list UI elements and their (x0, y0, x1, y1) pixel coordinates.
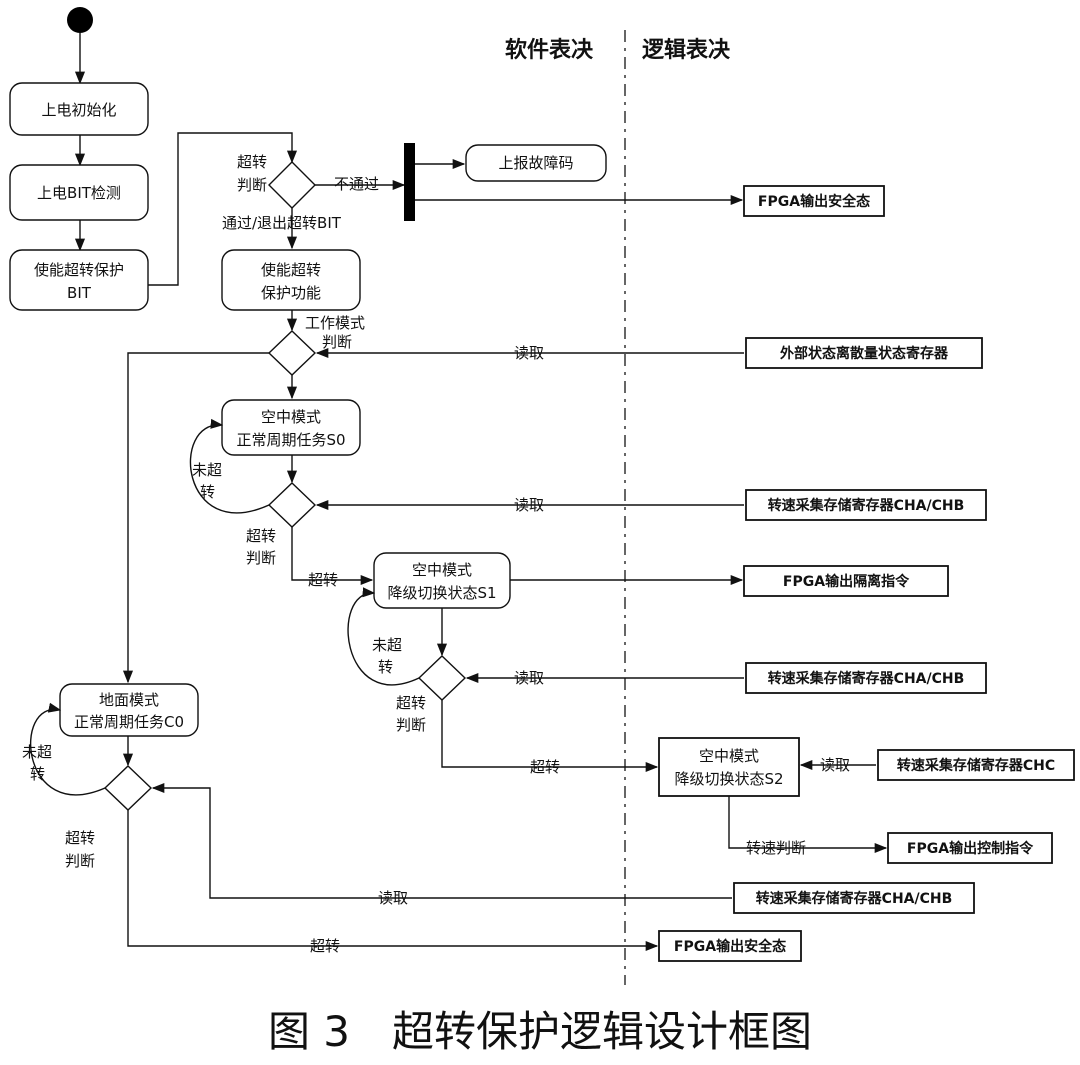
pass-exit-label: 通过/退出超转BIT (222, 214, 342, 232)
d1-label-2: 判断 (237, 176, 267, 194)
read-label-1: 读取 (514, 344, 544, 362)
fpga-isolate-label: FPGA输出隔离指令 (783, 573, 910, 590)
fpga-safe-node-1 (743, 185, 885, 217)
ground-c0-label-2: 正常周期任务C0 (74, 713, 184, 731)
read-label-2: 读取 (514, 496, 544, 514)
fpga-isolate-node (743, 565, 949, 597)
enable-function-label-1: 使能超转 (261, 261, 321, 279)
mode-label-2: 判断 (322, 333, 352, 351)
not-over-1b: 转 (200, 483, 215, 501)
air-s1-label-1: 空中模式 (412, 561, 472, 579)
not-over-2a: 未超 (372, 636, 402, 654)
decision-overspeed-bit (268, 161, 316, 209)
judge4-label-1: 超转 (65, 829, 95, 847)
header-logic: 逻辑表决 (642, 37, 731, 63)
edge-enable-to-judge (148, 132, 298, 286)
ext-register-node (745, 337, 983, 369)
edge-s0-to-s1 (291, 527, 374, 586)
air-s2-label-1: 空中模式 (699, 747, 759, 765)
ground-c0-label-1: 地面模式 (99, 691, 159, 709)
fpga-control-node (887, 832, 1053, 864)
edge-read-c0 (151, 782, 732, 899)
edge-s1-to-s2 (441, 700, 659, 773)
fork-bar (404, 143, 415, 221)
reg-chc-label: 转速采集存储寄存器CHC (897, 757, 1055, 774)
judge2-label-1: 超转 (246, 527, 276, 545)
report-fault-label: 上报故障码 (498, 154, 573, 172)
enable-function-label-2: 保护功能 (261, 284, 321, 302)
report-fault-node (465, 144, 607, 182)
air-s1-label-2: 降级切换状态S1 (387, 584, 496, 602)
read-label-4: 读取 (820, 756, 850, 774)
decision-c0-overspeed (103, 765, 153, 811)
fpga-safe-label-2: FPGA输出安全态 (674, 938, 786, 955)
fpga-safe-label-1: FPGA输出安全态 (758, 193, 870, 210)
reg-cha-chb-label-3: 转速采集存储寄存器CHA/CHB (756, 890, 953, 907)
d1-label-1: 超转 (237, 153, 267, 171)
not-over-1a: 未超 (192, 461, 222, 479)
enable-bit-node (9, 249, 149, 311)
edge-c0-to-safe (127, 810, 659, 952)
loop-c0 (29, 702, 106, 796)
judge3-label-1: 超转 (396, 694, 426, 712)
not-pass-label: 不通过 (334, 175, 379, 193)
read-label-3: 读取 (514, 669, 544, 687)
air-s2-node (658, 737, 800, 797)
air-s2-label-2: 降级切换状态S2 (674, 770, 783, 788)
not-over-3b: 转 (30, 765, 45, 783)
over-label-1: 超转 (308, 571, 338, 589)
header-software: 软件表决 (505, 37, 594, 63)
loop-s0 (189, 418, 270, 514)
reg-cha-chb-node-2 (745, 662, 987, 694)
mode-label-1: 工作模式 (305, 314, 365, 332)
edge-s2-control (728, 796, 888, 854)
start-node (67, 7, 93, 33)
init-label: 上电初始化 (41, 101, 116, 119)
enable-function-node (221, 249, 361, 311)
enable-bit-label-2: BIT (67, 284, 92, 302)
over-label-3: 超转 (310, 937, 340, 955)
reg-cha-chb-label-2: 转速采集存储寄存器CHA/CHB (768, 670, 965, 687)
over-label-2: 超转 (530, 758, 560, 776)
loop-s1 (347, 587, 420, 686)
reg-cha-chb-label-1: 转速采集存储寄存器CHA/CHB (768, 497, 965, 514)
fpga-safe-node-2 (658, 930, 802, 962)
judge2-label-2: 判断 (246, 549, 276, 567)
judge4-label-2: 判断 (65, 852, 95, 870)
figure-caption: 图 3 超转保护逻辑设计框图 (268, 1007, 812, 1056)
ext-register-label: 外部状态离散量状态寄存器 (780, 345, 949, 362)
edge-mode-ground (122, 352, 269, 684)
air-s0-label-1: 空中模式 (261, 408, 321, 426)
reg-cha-chb-node-1 (745, 489, 987, 521)
bit-check-label: 上电BIT检测 (37, 184, 121, 202)
fpga-control-label: FPGA输出控制指令 (907, 840, 1034, 857)
read-label-5: 读取 (378, 889, 408, 907)
speed-judge-label: 转速判断 (746, 839, 806, 857)
judge3-label-2: 判断 (396, 716, 426, 734)
air-s0-label-2: 正常周期任务S0 (236, 431, 345, 449)
bit-check-node (9, 164, 149, 221)
enable-bit-label-1: 使能超转保护 (34, 261, 124, 279)
not-over-2b: 转 (378, 658, 393, 676)
reg-cha-chb-node-3 (733, 882, 975, 914)
decision-s0-overspeed (267, 482, 317, 528)
reg-chc-node (877, 749, 1075, 781)
not-over-3a: 未超 (22, 743, 52, 761)
init-node (9, 82, 149, 136)
decision-work-mode (267, 330, 317, 376)
